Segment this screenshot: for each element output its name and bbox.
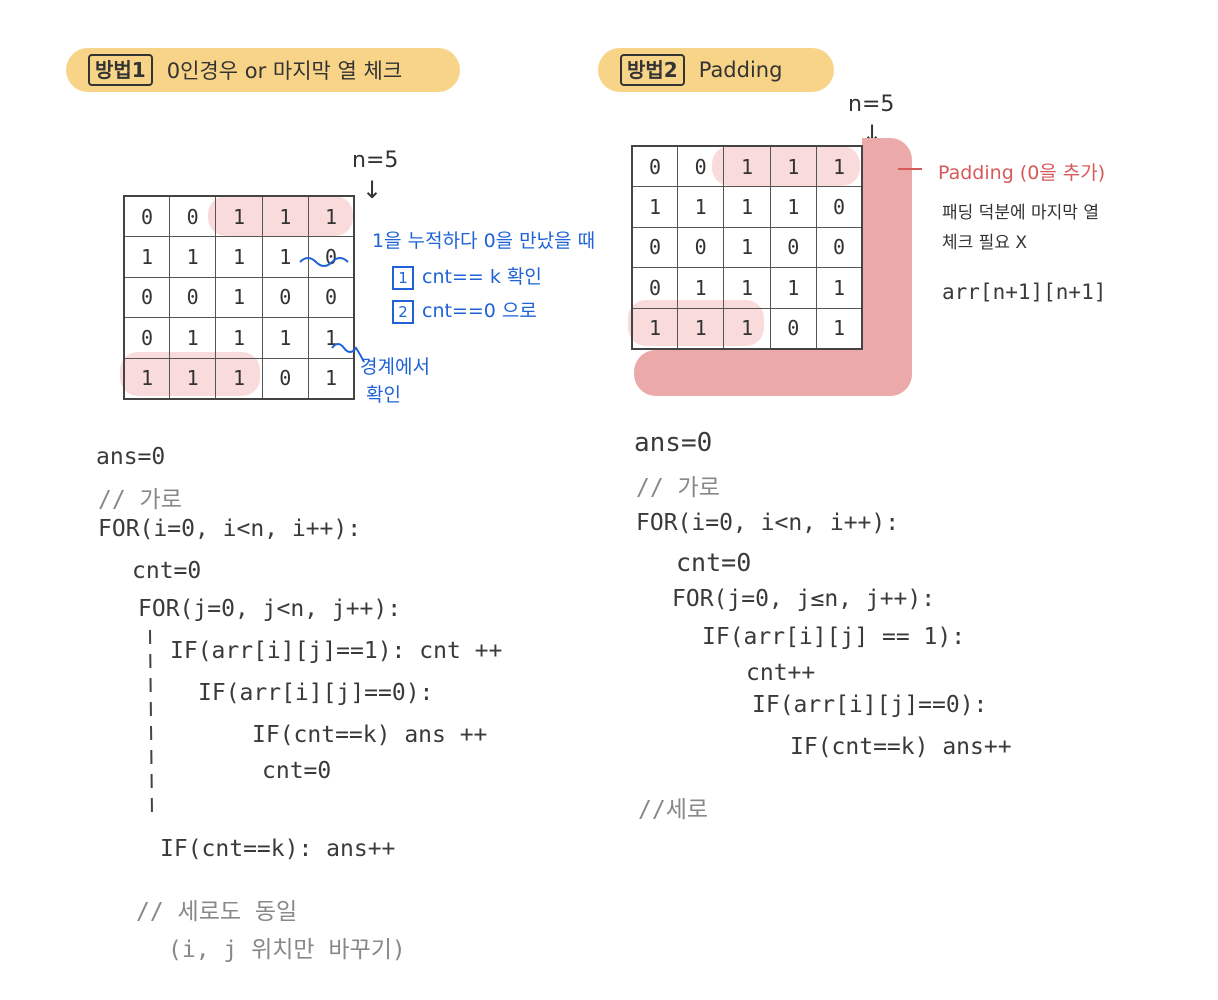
method2-badge: 방법2 xyxy=(620,54,685,86)
cell: 1 xyxy=(215,236,263,278)
method2-padding-pointer-line xyxy=(898,168,922,170)
method2-padding-note: Padding (0을 추가) xyxy=(938,162,1106,184)
m2-code-line: IF(arr[i][j]==0): xyxy=(752,692,988,718)
cell: 0 xyxy=(677,226,725,269)
method1-note-step1: 1 cnt== k 확인 xyxy=(392,262,542,290)
m1-code-line: cnt=0 xyxy=(262,758,332,784)
cell: 1 xyxy=(723,147,771,188)
cell: 1 xyxy=(261,197,309,238)
cell: 1 xyxy=(307,357,353,398)
cell: 1 xyxy=(215,357,263,398)
method2-padding-bottom xyxy=(634,350,912,396)
cell: 0 xyxy=(261,357,309,398)
m1-code-line: FOR(j=0, j<n, j++): xyxy=(138,596,402,622)
m2-code-line: FOR(i=0, i<n, i++): xyxy=(636,510,900,536)
cell: 1 xyxy=(723,307,771,348)
cell: 0 xyxy=(769,226,817,269)
method1-banner: 방법1 0인경우 or 마지막 열 체크 xyxy=(66,48,460,92)
m1-code-line: cnt=0 xyxy=(132,558,202,584)
cell: 0 xyxy=(169,197,217,238)
method1-n-label: n=5 xyxy=(352,148,399,173)
cell: 1 xyxy=(769,186,817,228)
method1-title: 0인경우 or 마지막 열 체크 xyxy=(166,59,403,83)
cell: 1 xyxy=(677,186,725,228)
cell: 1 xyxy=(815,267,861,309)
cell: 0 xyxy=(633,267,679,309)
method2-title: Padding xyxy=(698,58,783,82)
m2-code-line: cnt++ xyxy=(746,660,816,686)
m1-code-line: IF(cnt==k): ans++ xyxy=(160,836,396,862)
step1-box-icon: 1 xyxy=(392,266,414,290)
cell: 0 xyxy=(815,186,861,228)
method1-note-step2: 2 cnt==0 으로 xyxy=(392,296,537,324)
step2-box-icon: 2 xyxy=(392,300,414,324)
cell: 1 xyxy=(677,267,725,309)
method1-boundary-note-1: 경계에서 xyxy=(360,356,430,378)
m1-code-comment: (i, j 위치만 바꾸기) xyxy=(168,937,406,963)
m1-code-line: FOR(i=0, i<n, i++): xyxy=(98,516,362,542)
cell: 1 xyxy=(261,236,309,278)
method1-dashed-scope-line xyxy=(149,630,153,816)
m2-code-line: IF(cnt==k) ans++ xyxy=(790,734,1012,760)
cell: 1 xyxy=(215,317,263,359)
cell: 1 xyxy=(769,267,817,309)
m2-code-line: IF(arr[i][j] == 1): xyxy=(702,624,966,650)
cell: 1 xyxy=(815,147,861,188)
cell: 1 xyxy=(633,186,679,228)
cell: 1 xyxy=(633,307,679,348)
m2-code-comment: // 가로 xyxy=(636,475,720,501)
m1-code-line: ans=0 xyxy=(96,444,166,470)
m2-code-line: FOR(j=0, j≤n, j++): xyxy=(672,586,936,612)
cell: 0 xyxy=(261,276,309,319)
cell: 1 xyxy=(723,226,771,269)
m2-code-line: cnt=0 xyxy=(676,548,752,577)
cell: 0 xyxy=(677,147,725,188)
m1-code-line: IF(cnt==k) ans ++ xyxy=(252,722,488,748)
m2-code-line: ans=0 xyxy=(634,428,713,458)
cell: 1 xyxy=(215,276,263,319)
cell: 1 xyxy=(169,236,217,278)
cell: 0 xyxy=(633,226,679,269)
cell: 0 xyxy=(125,197,171,238)
method2-padding-sub-1: 패딩 덕분에 마지막 열 xyxy=(942,203,1099,223)
cell: 1 xyxy=(125,236,171,278)
cell: 1 xyxy=(215,197,263,238)
method2-n-label: n=5 xyxy=(848,92,895,117)
method2-padding-sub-2: 체크 필요 X xyxy=(942,233,1028,253)
m1-code-line: IF(arr[i][j]==0): xyxy=(198,680,434,706)
method1-note-main: 1을 누적하다 0을 만났을 때 xyxy=(372,230,596,252)
method2-array-decl: arr[n+1][n+1] xyxy=(942,280,1107,304)
cell: 1 xyxy=(307,197,353,238)
m1-code-line: IF(arr[i][j]==1): cnt ++ xyxy=(170,638,503,664)
cell: 1 xyxy=(815,307,861,348)
cell: 0 xyxy=(125,276,171,319)
cell: 1 xyxy=(169,317,217,359)
method1-boundary-note-2: 확인 xyxy=(366,384,401,406)
m2-code-comment: //세로 xyxy=(638,797,709,823)
cell: 0 xyxy=(125,317,171,359)
cell: 0 xyxy=(815,226,861,269)
cell: 1 xyxy=(169,357,217,398)
cell: 1 xyxy=(677,307,725,348)
cell: 0 xyxy=(169,276,217,319)
cell: 0 xyxy=(633,147,679,188)
cell: 1 xyxy=(261,317,309,359)
cell: 1 xyxy=(125,357,171,398)
method1-down-arrow-icon: ↓ xyxy=(362,176,383,204)
method1-boundary-wave-icon xyxy=(331,343,365,363)
method1-badge: 방법1 xyxy=(88,54,153,86)
cell: 1 xyxy=(723,267,771,309)
method1-note-step1-text: cnt== k 확인 xyxy=(422,266,542,288)
cell: 0 xyxy=(769,307,817,348)
method2-banner: 방법2 Padding xyxy=(598,48,834,92)
m1-code-comment: // 세로도 동일 xyxy=(136,899,298,925)
cell: 1 xyxy=(723,186,771,228)
cell: 0 xyxy=(307,276,353,319)
cell: 1 xyxy=(769,147,817,188)
method1-wave-connector-icon xyxy=(299,257,349,267)
method1-note-step2-text: cnt==0 으로 xyxy=(422,300,537,322)
m1-code-comment: // 가로 xyxy=(98,487,182,513)
